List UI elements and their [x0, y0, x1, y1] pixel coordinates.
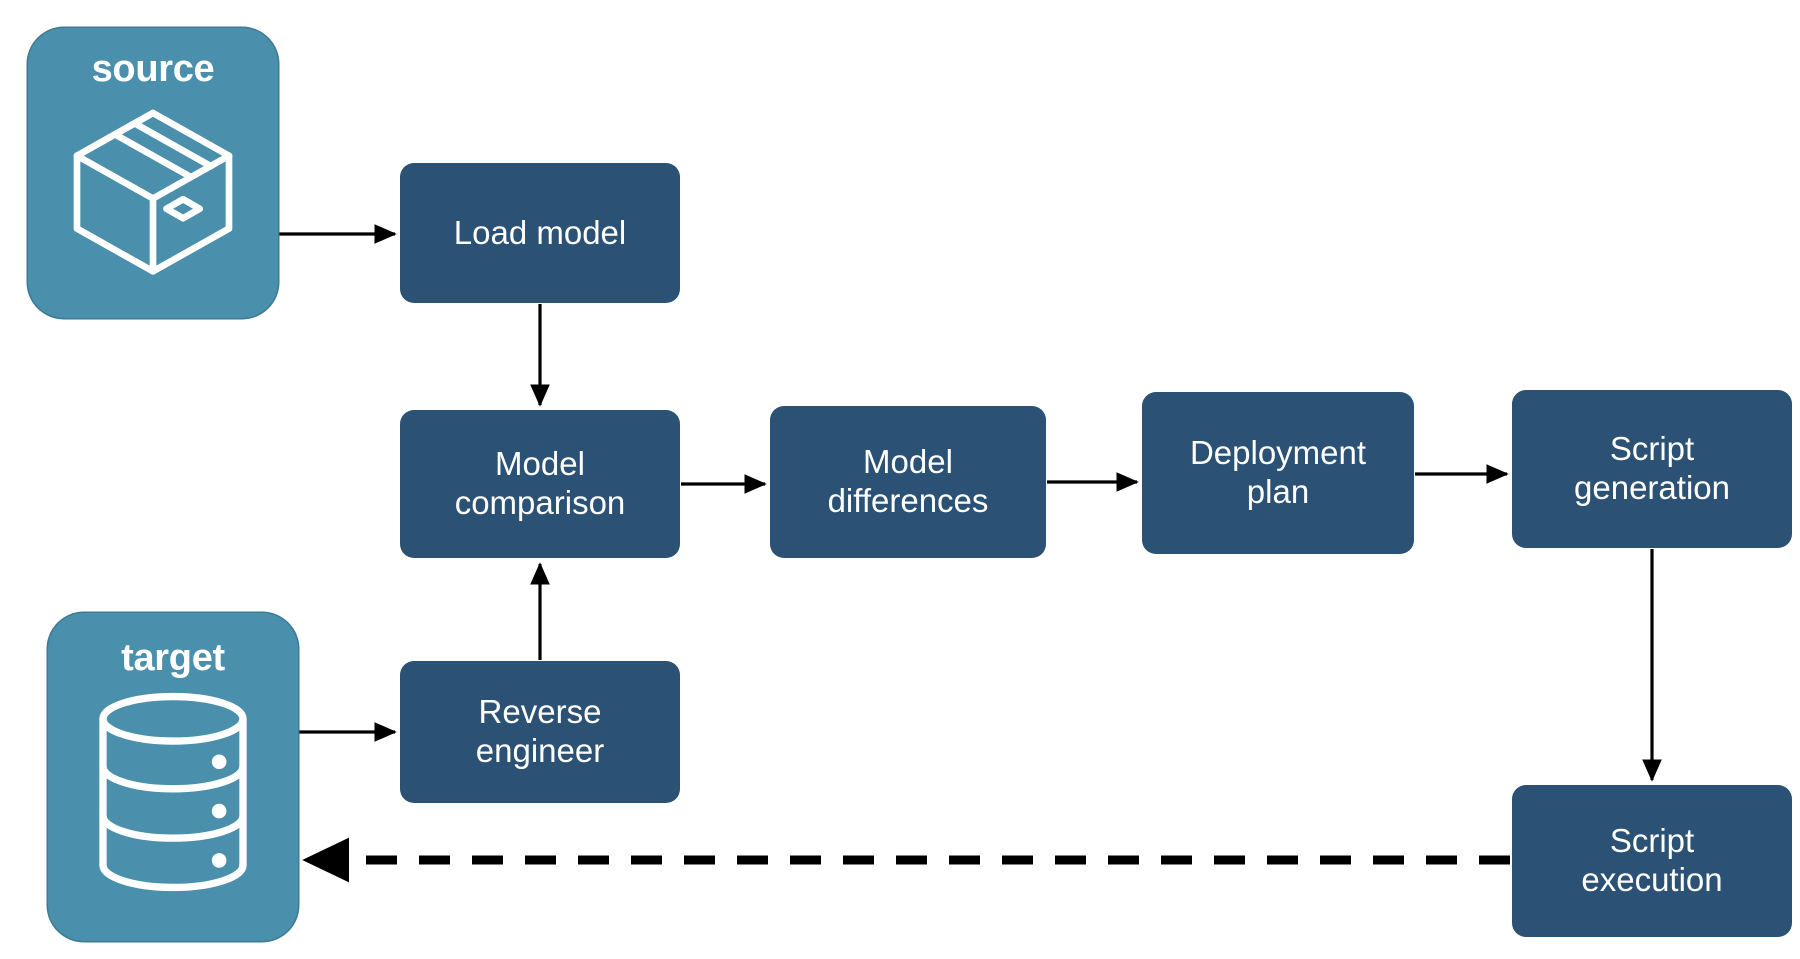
- process-box-model-differences[interactable]: Model differences: [770, 406, 1046, 558]
- endpoint-card-target[interactable]: target: [48, 613, 298, 941]
- process-box-load-model[interactable]: Load model: [400, 163, 680, 303]
- process-label-reverse-engineer: Reverse engineer: [475, 693, 605, 769]
- process-label-script-execution: Script execution: [1581, 822, 1723, 898]
- package-box-icon: [73, 109, 233, 275]
- endpoint-label-source: source: [91, 48, 215, 90]
- process-label-model-differences: Model differences: [827, 443, 989, 519]
- process-label-deployment-plan: Deployment plan: [1189, 434, 1367, 510]
- endpoint-card-source[interactable]: source: [28, 28, 278, 318]
- process-label-script-generation: Script generation: [1574, 430, 1730, 506]
- process-box-script-execution[interactable]: Script execution: [1512, 785, 1792, 937]
- process-label-load-model: Load model: [453, 213, 627, 251]
- process-label-model-comparison: Model comparison: [454, 445, 626, 521]
- process-box-script-generation[interactable]: Script generation: [1512, 390, 1792, 548]
- endpoint-label-target: target: [121, 637, 225, 679]
- process-box-deployment-plan[interactable]: Deployment plan: [1142, 392, 1414, 554]
- process-box-model-comparison[interactable]: Model comparison: [400, 410, 680, 558]
- process-box-reverse-engineer[interactable]: Reverse engineer: [400, 661, 680, 803]
- database-cylinder-icon: [99, 692, 247, 892]
